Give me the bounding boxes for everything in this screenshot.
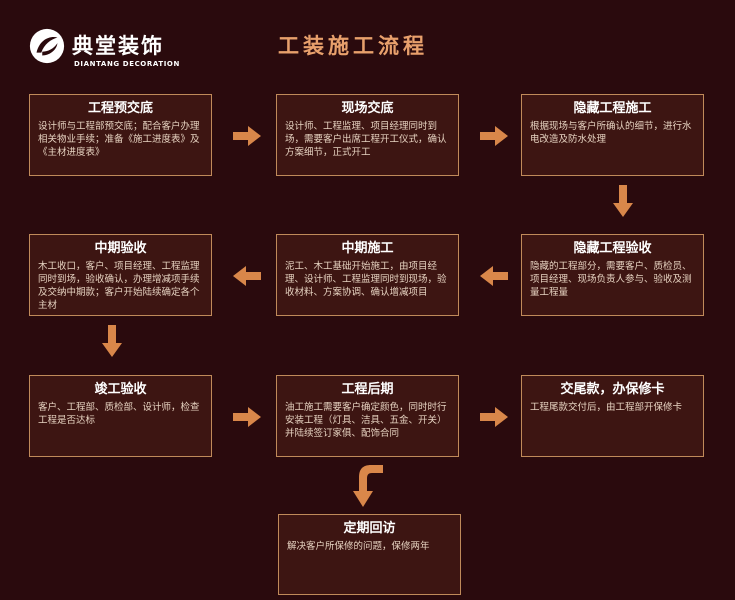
step-description: 隐藏的工程部分，需要客户、质检员、项目经理、现场负责人参与、验收及测量工程量	[530, 261, 692, 298]
arrow-right-icon	[480, 126, 508, 146]
arrow-right-icon	[233, 407, 261, 427]
step-title: 隐藏工程施工	[573, 101, 652, 116]
step-title: 交尾款，办保修卡	[560, 382, 665, 397]
step-title: 中期施工	[341, 241, 394, 256]
arrow-bent-down-icon	[353, 465, 383, 507]
arrow-right-icon	[233, 126, 261, 146]
step-description: 根据现场与客户所确认的细节，进行水电改造及防水处理	[530, 121, 692, 145]
step-description: 油工施工需要客户确定颜色，同时时行安装工程（灯具、洁具、五金、开关）并陆续签订家…	[285, 402, 447, 439]
arrow-down-icon	[102, 325, 122, 357]
step-description: 木工收口，客户、项目经理、工程监理同时到场，验收确认，办理增减项手续及交纳中期款…	[38, 261, 200, 311]
logo-subtext: DIANTANG DECORATION	[74, 60, 180, 68]
step-title: 定期回访	[343, 521, 396, 536]
step-box-return-visit: 定期回访 解决客户所保修的问题，保修两年	[278, 514, 461, 595]
arrow-down-icon	[613, 185, 633, 217]
step-title: 工程预交底	[87, 101, 153, 116]
step-box-late-stage: 工程后期 油工施工需要客户确定颜色，同时时行安装工程（灯具、洁具、五金、开关）并…	[276, 375, 459, 457]
step-title: 隐藏工程验收	[573, 241, 652, 256]
step-description: 解决客户所保修的问题，保修两年	[287, 541, 430, 552]
step-description: 设计师、工程监理、项目经理同时到场，需要客户出席工程开工仪式，确认方案细节，正式…	[285, 121, 447, 158]
step-box-mid-construction: 中期施工 泥工、木工基础开始施工，由项目经理、设计师、工程监理同时到现场，验收材…	[276, 234, 459, 316]
step-box-hidden-acceptance: 隐藏工程验收 隐藏的工程部分，需要客户、质检员、项目经理、现场负责人参与、验收及…	[521, 234, 704, 316]
step-description: 泥工、木工基础开始施工，由项目经理、设计师、工程监理同时到现场，验收材料、方案协…	[285, 261, 447, 298]
step-box-pre-briefing: 工程预交底 设计师与工程部预交底；配合客户办理相关物业手续；准备《施工进度表》及…	[29, 94, 212, 176]
step-box-mid-acceptance: 中期验收 木工收口，客户、项目经理、工程监理同时到场，验收确认，办理增减项手续及…	[29, 234, 212, 316]
step-description: 客户、工程部、质检部、设计师，检查工程是否达标	[38, 402, 200, 426]
step-box-hidden-works: 隐藏工程施工 根据现场与客户所确认的细节，进行水电改造及防水处理	[521, 94, 704, 176]
logo-mark-icon	[29, 28, 65, 64]
logo: 典堂装饰 DIANTANG DECORATION	[28, 27, 188, 77]
arrow-right-icon	[480, 407, 508, 427]
step-title: 中期验收	[94, 241, 147, 256]
step-box-final-payment: 交尾款，办保修卡 工程尾款交付后，由工程部开保修卡	[521, 375, 704, 457]
step-description: 工程尾款交付后，由工程部开保修卡	[530, 402, 683, 413]
arrow-left-icon	[480, 266, 508, 286]
step-title: 现场交底	[341, 101, 394, 116]
page-title: 工装施工流程	[278, 34, 428, 58]
step-title: 竣工验收	[94, 382, 147, 397]
step-description: 设计师与工程部预交底；配合客户办理相关物业手续；准备《施工进度表》及《主材进度表…	[38, 121, 200, 158]
step-box-site-briefing: 现场交底 设计师、工程监理、项目经理同时到场，需要客户出席工程开工仪式，确认方案…	[276, 94, 459, 176]
step-title: 工程后期	[341, 382, 394, 397]
step-box-completion-acceptance: 竣工验收 客户、工程部、质检部、设计师，检查工程是否达标	[29, 375, 212, 457]
arrow-left-icon	[233, 266, 261, 286]
logo-text: 典堂装饰	[72, 34, 164, 58]
